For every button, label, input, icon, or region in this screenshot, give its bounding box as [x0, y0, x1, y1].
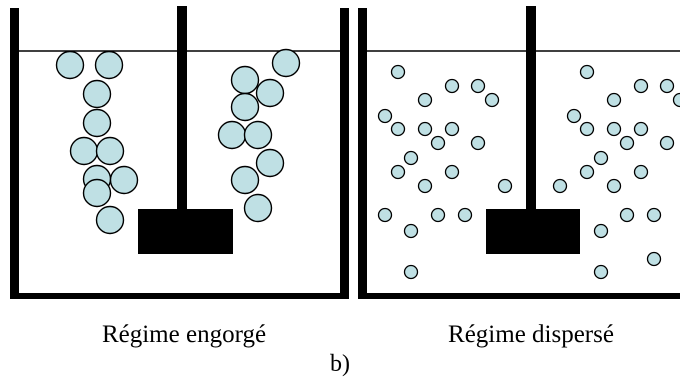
bubble	[390, 64, 406, 80]
caption-engorged-regime: Régime engorgé	[101, 321, 267, 348]
bubble	[606, 121, 622, 137]
bubble	[377, 207, 393, 223]
caption-dispersed-regime: Régime dispersé	[448, 321, 614, 348]
bubble	[55, 50, 85, 80]
impeller-shaft	[177, 6, 187, 212]
bubble	[470, 78, 486, 94]
tank-engorged	[10, 6, 349, 299]
bubble	[444, 164, 460, 180]
bubble	[579, 121, 595, 137]
bubble	[390, 164, 406, 180]
bubbles-small	[377, 64, 680, 280]
bubble	[230, 165, 260, 195]
bubble	[566, 108, 582, 124]
bubble	[444, 78, 460, 94]
bubble	[659, 135, 675, 151]
bubble	[497, 178, 513, 194]
bubble	[659, 78, 675, 94]
bubble	[255, 148, 285, 178]
bubble	[457, 207, 473, 223]
bubble	[484, 92, 500, 108]
bubble	[230, 92, 260, 122]
bubble	[606, 92, 622, 108]
bubble	[593, 223, 609, 239]
bubble	[417, 178, 433, 194]
bubble	[403, 264, 419, 280]
bubbles-large	[55, 48, 301, 235]
bubble	[403, 223, 419, 239]
bubble	[271, 48, 301, 78]
impeller-shaft	[526, 6, 536, 212]
bubble	[95, 136, 125, 166]
bubble	[646, 207, 662, 223]
impeller-blade	[486, 209, 580, 254]
bubble	[633, 78, 649, 94]
bubble	[579, 64, 595, 80]
bubble	[619, 135, 635, 151]
bubble	[390, 121, 406, 137]
impeller-blade	[138, 209, 233, 254]
bubble	[646, 251, 662, 267]
bubble	[255, 78, 285, 108]
bubble	[619, 207, 635, 223]
bubble	[230, 65, 260, 95]
bubble	[109, 165, 139, 195]
bubble	[417, 92, 433, 108]
tank-wall-right	[340, 8, 349, 299]
bubble	[552, 178, 568, 194]
bubble	[444, 121, 460, 137]
bubble	[82, 178, 112, 208]
bubble	[377, 108, 393, 124]
bubble	[417, 121, 433, 137]
bubble	[82, 79, 112, 109]
subfigure-label: b)	[330, 351, 350, 377]
bubble	[430, 135, 446, 151]
bubble	[403, 150, 419, 166]
bubble	[430, 207, 446, 223]
tank-wall-left	[10, 8, 19, 299]
bubble	[593, 264, 609, 280]
bubble	[69, 136, 99, 166]
tank-bottom	[358, 293, 680, 299]
bubble	[633, 164, 649, 180]
tank-wall-left	[358, 8, 367, 299]
tank-dispersed	[358, 6, 680, 299]
bubble	[243, 193, 273, 223]
tank-bottom	[10, 293, 349, 299]
bubble	[82, 108, 112, 138]
bubble	[579, 164, 595, 180]
bubble	[95, 205, 125, 235]
bubble	[633, 121, 649, 137]
bubble	[470, 135, 486, 151]
bubble	[243, 120, 273, 150]
bubble	[217, 120, 247, 150]
bubble	[672, 92, 680, 108]
bubble	[593, 150, 609, 166]
bubble	[94, 50, 124, 80]
bubble	[606, 178, 622, 194]
